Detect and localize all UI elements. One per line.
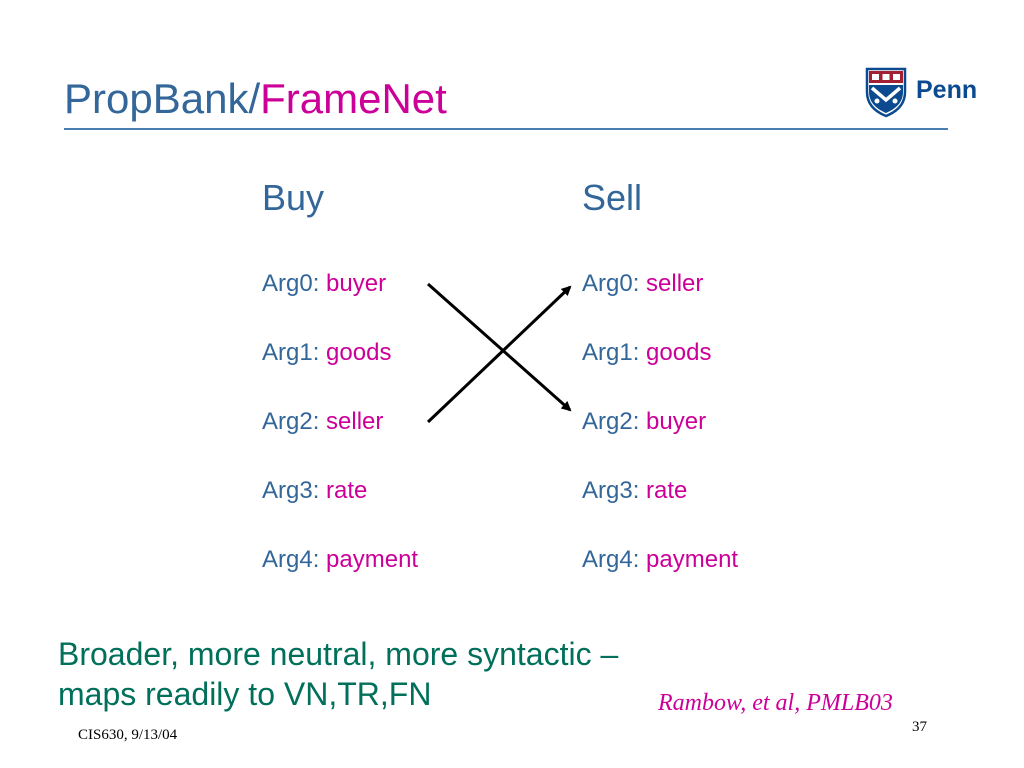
arg-label: Arg2: (262, 408, 320, 435)
buy-arg: Arg1: goods (262, 339, 391, 367)
penn-shield-icon (865, 67, 907, 118)
seller-to-seller-arrow-icon (426, 285, 572, 424)
logo-text: Penn (916, 76, 978, 104)
penn-logo: Penn (864, 66, 996, 120)
sell-arg: Arg0: seller (582, 270, 703, 298)
arg-value: seller (646, 270, 704, 297)
buy-arg: Arg4: payment (262, 546, 418, 574)
buy-arg: Arg0: buyer (262, 270, 386, 298)
summary-text: Broader, more neutral, more syntactic – … (58, 634, 778, 714)
arg-value: goods (646, 339, 712, 366)
arg-value: payment (646, 546, 739, 573)
buyer-to-buyer-arrow-icon (427, 282, 572, 412)
buy-arg: Arg2: seller (262, 408, 383, 436)
arg-label: Arg3: (262, 477, 320, 504)
page-number: 37 (912, 719, 927, 735)
arg-value: rate (326, 477, 368, 504)
buy-heading: Buy (262, 177, 325, 218)
arg-label: Arg2: (582, 408, 640, 435)
arg-label: Arg0: (262, 270, 320, 297)
sell-arg: Arg3: rate (582, 477, 687, 505)
arg-value: goods (326, 339, 392, 366)
arg-value: rate (646, 477, 688, 504)
buy-arg: Arg3: rate (262, 477, 367, 505)
sell-arg: Arg1: goods (582, 339, 711, 367)
arg-label: Arg3: (582, 477, 640, 504)
arg-label: Arg4: (262, 546, 320, 573)
summary-line: maps readily to VN,TR,FN (58, 676, 432, 712)
arg-label: Arg1: (262, 339, 320, 366)
summary-line: Broader, more neutral, more syntactic – (58, 636, 619, 672)
sell-arg: Arg4: payment (582, 546, 738, 574)
arg-label: Arg4: (582, 546, 640, 573)
title-accent: FrameNet (260, 75, 447, 122)
sell-heading: Sell (582, 177, 643, 218)
arg-value: seller (326, 408, 384, 435)
title-main: PropBank/ (64, 75, 261, 122)
title-underline (64, 128, 948, 130)
arg-value: payment (326, 546, 419, 573)
citation: Rambow, et al, PMLB03 (658, 690, 893, 716)
arg-value: buyer (646, 408, 707, 435)
arg-label: Arg1: (582, 339, 640, 366)
slide-title: PropBank/FrameNet (64, 74, 447, 124)
arg-value: buyer (326, 270, 387, 297)
arg-label: Arg0: (582, 270, 640, 297)
footer-course-date: CIS630, 9/13/04 (78, 727, 178, 743)
sell-arg: Arg2: buyer (582, 408, 706, 436)
